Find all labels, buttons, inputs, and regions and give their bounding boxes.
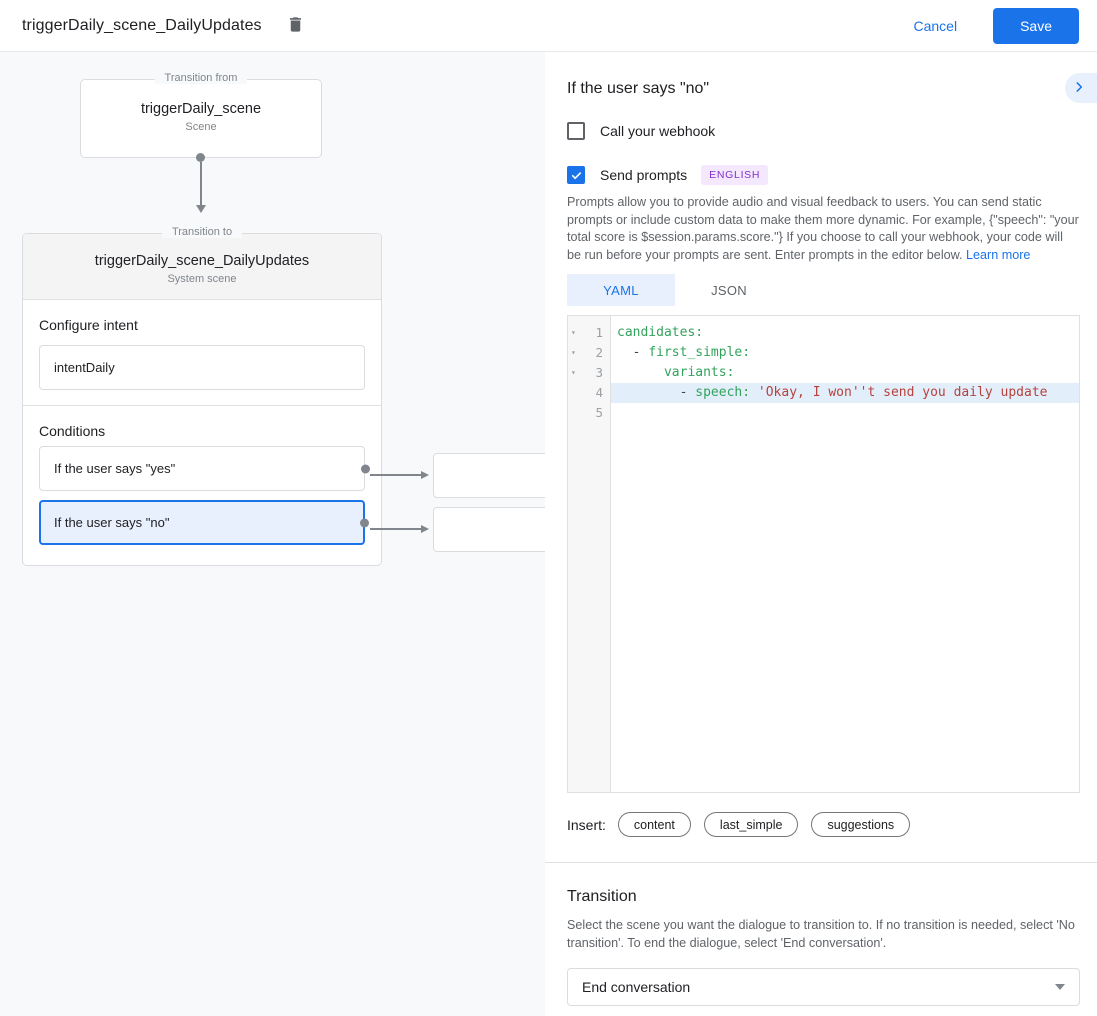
insert-chip-suggestions[interactable]: suggestions (811, 812, 911, 837)
yaml-key: first_simple: (648, 345, 751, 360)
from-scene-name: triggerDaily_scene (140, 101, 262, 117)
condition-row-no[interactable]: If the user says "no" (39, 500, 369, 545)
editor-format-tabs: YAML JSON (567, 274, 783, 306)
from-scene-type: Scene (185, 121, 217, 133)
transition-heading: Transition (567, 888, 637, 905)
webhook-checkbox[interactable] (567, 122, 585, 140)
gutter-row: ▾ 1 (568, 323, 610, 343)
prompt-code-editor[interactable]: ▾ 1 ▾ 2 ▾ 3 4 5 (567, 315, 1080, 793)
cancel-button[interactable]: Cancel (897, 10, 973, 42)
panel-title: If the user says "no" (567, 80, 710, 97)
tab-yaml[interactable]: YAML (567, 274, 675, 306)
main-content: Transition from triggerDaily_scene Scene… (0, 52, 1097, 1016)
delete-button[interactable] (282, 12, 310, 40)
yaml-plain: - (617, 385, 696, 400)
line-number: 3 (595, 365, 603, 380)
line-number: 4 (595, 385, 603, 400)
transition-select-value: End conversation (582, 979, 691, 995)
fold-arrow-icon[interactable]: ▾ (571, 368, 576, 377)
code-line-2: - first_simple: (611, 343, 1079, 363)
dropdown-caret-icon (1055, 984, 1065, 990)
line-number: 1 (595, 325, 603, 340)
scene-flow-canvas: Transition from triggerDaily_scene Scene… (0, 52, 545, 1016)
code-line-5 (611, 403, 1079, 423)
tab-json[interactable]: JSON (711, 282, 747, 298)
condition-no-target-node[interactable] (433, 507, 545, 552)
send-prompts-row: Send prompts ENGLISH (567, 165, 769, 185)
condition-detail-panel: If the user says "no" Call your webhook … (545, 52, 1097, 1016)
yaml-plain (617, 365, 664, 380)
transition-from-legend: Transition from (81, 72, 321, 84)
condition-no-label: If the user says "no" (54, 515, 170, 530)
section-divider (545, 862, 1097, 863)
checkmark-icon (571, 171, 581, 179)
chevron-right-icon (1072, 80, 1086, 97)
conditions-label: Conditions (39, 423, 106, 439)
learn-more-link[interactable]: Learn more (966, 247, 1031, 262)
line-number: 5 (595, 405, 603, 420)
yaml-plain (750, 385, 758, 400)
node-divider (23, 405, 381, 406)
connector-dot (360, 464, 370, 473)
send-prompts-checkbox[interactable] (567, 166, 585, 184)
editor-gutter: ▾ 1 ▾ 2 ▾ 3 4 5 (568, 316, 611, 792)
page-title: triggerDaily_scene_DailyUpdates (22, 16, 262, 34)
insert-chip-last-simple[interactable]: last_simple (703, 812, 799, 837)
webhook-label: Call your webhook (600, 123, 716, 139)
gutter-row: ▾ 2 (568, 343, 610, 363)
transition-arrowhead (196, 205, 206, 213)
trash-icon (286, 15, 305, 37)
fold-arrow-icon[interactable]: ▾ (571, 328, 576, 337)
connector-dot (359, 518, 369, 527)
to-scene-header: triggerDaily_scene_DailyUpdates System s… (23, 234, 381, 300)
transition-arrow-line (200, 162, 202, 206)
send-prompts-label: Send prompts (600, 167, 688, 183)
to-scene-type: System scene (167, 273, 237, 285)
line-number: 2 (595, 345, 603, 360)
gutter-row: 4 (568, 383, 610, 403)
yaml-key: speech: (695, 385, 751, 400)
transition-select[interactable]: End conversation (567, 968, 1080, 1006)
yaml-plain: - (617, 345, 649, 360)
fold-arrow-icon[interactable]: ▾ (571, 348, 576, 357)
prompts-description-text: Prompts allow you to provide audio and v… (567, 195, 1079, 262)
condition-no-arrow (370, 524, 429, 533)
prompts-description: Prompts allow you to provide audio and v… (567, 194, 1079, 264)
save-button[interactable]: Save (993, 7, 1079, 44)
insert-label: Insert: (567, 816, 606, 833)
gutter-row: 5 (568, 403, 610, 423)
condition-row-yes[interactable]: If the user says "yes" (39, 446, 370, 491)
condition-yes-label: If the user says "yes" (54, 461, 176, 476)
insert-chip-content[interactable]: content (617, 812, 691, 837)
code-line-3: variants: (611, 363, 1079, 383)
transition-from-node[interactable]: Transition from triggerDaily_scene Scene (80, 72, 322, 158)
code-line-4-highlighted: - speech: 'Okay, I won''t send you daily… (611, 383, 1079, 403)
yaml-key: variants: (663, 365, 735, 380)
connector-dot (196, 153, 205, 162)
configure-intent-label: Configure intent (39, 317, 138, 333)
intent-value: intentDaily (54, 360, 115, 375)
top-bar: triggerDaily_scene_DailyUpdates Cancel S… (0, 0, 1097, 52)
to-scene-name: triggerDaily_scene_DailyUpdates (94, 253, 310, 269)
condition-yes-arrow (370, 470, 429, 479)
editor-code-area[interactable]: candidates: - first_simple: variants: - … (611, 316, 1079, 792)
code-line-1: candidates: (611, 323, 1079, 343)
yaml-string: 'Okay, I won''t send you daily update (757, 385, 1048, 400)
gutter-row: ▾ 3 (568, 363, 610, 383)
webhook-row: Call your webhook (567, 122, 715, 140)
transition-description: Select the scene you want the dialogue t… (567, 918, 1075, 950)
condition-yes-target-node[interactable] (433, 453, 545, 498)
yaml-key: candidates: (617, 325, 704, 340)
language-badge: ENGLISH (701, 165, 769, 185)
transition-to-node[interactable]: Transition to triggerDaily_scene_DailyUp… (22, 226, 382, 566)
intent-field[interactable]: intentDaily (39, 345, 365, 390)
collapse-panel-button[interactable] (1065, 73, 1097, 103)
insert-row: Insert: content last_simple suggestions (567, 812, 923, 837)
